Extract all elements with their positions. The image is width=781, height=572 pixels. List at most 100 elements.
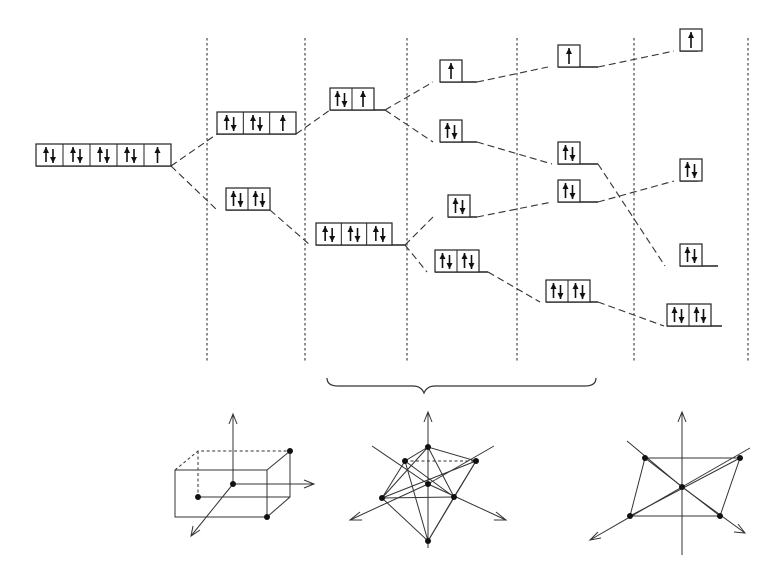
x-axis	[589, 486, 683, 541]
spin-up-arrowhead	[452, 198, 459, 204]
connector	[597, 163, 666, 267]
y-axis	[427, 483, 507, 521]
orbital-box	[679, 243, 703, 267]
energy-level-col5-a	[679, 28, 703, 52]
spin-down-arrowhead	[446, 263, 453, 269]
edge	[381, 446, 429, 499]
energy-level-col4-b	[557, 141, 598, 165]
connector	[170, 133, 218, 167]
spin-up-arrowhead	[97, 147, 103, 153]
energy-levels	[35, 28, 722, 327]
connector	[404, 244, 428, 273]
spin-up-arrowhead	[562, 183, 569, 189]
spin-up-arrowhead	[347, 226, 354, 232]
energy-level-col4-d	[545, 279, 598, 303]
spin-down-arrowhead	[691, 172, 698, 178]
ligand	[287, 448, 293, 454]
spin-up-arrowhead	[70, 147, 76, 153]
spin-up-arrowhead	[448, 63, 454, 69]
ligand	[425, 481, 431, 487]
spin-down-arrowhead	[569, 193, 576, 199]
x-axis	[349, 483, 429, 521]
spin-up-arrowhead	[688, 32, 694, 38]
connector	[597, 301, 665, 327]
square-planar-geometry	[588, 410, 751, 555]
edge	[381, 460, 477, 499]
spin-up-arrowhead	[230, 191, 237, 197]
orbital-box	[216, 111, 297, 135]
connector	[476, 201, 553, 218]
spin-down-arrowhead	[451, 133, 458, 139]
spin-down-arrowhead	[678, 317, 685, 323]
connector	[384, 81, 434, 111]
spin-down-arrowhead	[257, 125, 263, 131]
z-axis-arrowhead	[677, 410, 687, 423]
spin-down-arrowhead	[691, 257, 698, 263]
connector	[487, 271, 541, 303]
ligand	[679, 484, 685, 490]
spin-up-arrowhead	[250, 115, 256, 121]
edge	[427, 446, 455, 498]
spin-up-arrowhead	[461, 253, 468, 259]
spin-up-arrowhead	[43, 147, 49, 153]
y-axis-arrowhead	[733, 523, 747, 534]
ligand	[264, 514, 270, 520]
connector	[384, 109, 434, 143]
spin-up-arrowhead	[550, 283, 557, 289]
spin-up-arrowhead	[279, 115, 286, 121]
spin-up-arrowhead	[124, 147, 130, 153]
y-axis-far	[681, 447, 751, 488]
ligand	[379, 495, 385, 501]
connector	[295, 109, 331, 135]
spin-up-arrowhead	[360, 91, 366, 97]
spin-up-arrowhead	[372, 226, 379, 232]
spin-up-arrowhead	[572, 283, 579, 289]
orbital-box	[557, 179, 581, 203]
column-separators	[206, 38, 749, 362]
spin-up-arrowhead	[444, 123, 451, 129]
edge	[381, 496, 455, 499]
spin-down-arrowhead	[230, 125, 237, 131]
energy-level-free-ion	[35, 143, 172, 167]
grouping-brace	[326, 377, 597, 395]
spin-down-arrowhead	[77, 157, 83, 163]
ligand	[737, 455, 743, 461]
connector	[597, 50, 675, 68]
y-axis	[190, 483, 234, 537]
spin-down-arrowhead	[341, 101, 348, 107]
spin-down-arrowhead	[468, 263, 475, 269]
spin-down-arrowhead	[354, 236, 361, 242]
connector	[476, 141, 553, 165]
edge	[404, 460, 429, 542]
connector	[597, 180, 675, 203]
spin-up-arrowhead	[684, 247, 691, 253]
connector	[269, 209, 311, 246]
energy-level-col3-b	[439, 119, 477, 143]
spin-up-arrowhead	[322, 226, 329, 232]
ligand	[425, 444, 431, 450]
ligand	[473, 458, 479, 464]
spin-up-arrowhead	[671, 307, 678, 313]
energy-level-col5-d	[666, 303, 722, 327]
spin-up-arrowhead	[154, 147, 161, 153]
x-axis-arrowhead	[588, 531, 602, 541]
x-axis-far	[371, 445, 429, 485]
orbital-box	[439, 119, 463, 143]
y-axis-arrowhead	[190, 525, 201, 538]
spin-up-arrowhead	[693, 307, 700, 313]
ligand	[717, 513, 723, 519]
ligand	[642, 455, 648, 461]
connector	[404, 216, 434, 246]
ligand	[402, 458, 408, 464]
octahedron-geometry	[348, 410, 508, 548]
energy-level-col3-a	[439, 59, 477, 83]
tetragonal-prism-geometry	[174, 412, 316, 538]
spin-down-arrowhead	[557, 293, 564, 299]
ligand	[627, 513, 633, 519]
spin-up-arrowhead	[684, 162, 691, 168]
orbital-box	[315, 222, 393, 246]
orbital-box	[447, 194, 471, 218]
orbital-box	[557, 141, 581, 165]
spin-down-arrowhead	[329, 236, 336, 242]
